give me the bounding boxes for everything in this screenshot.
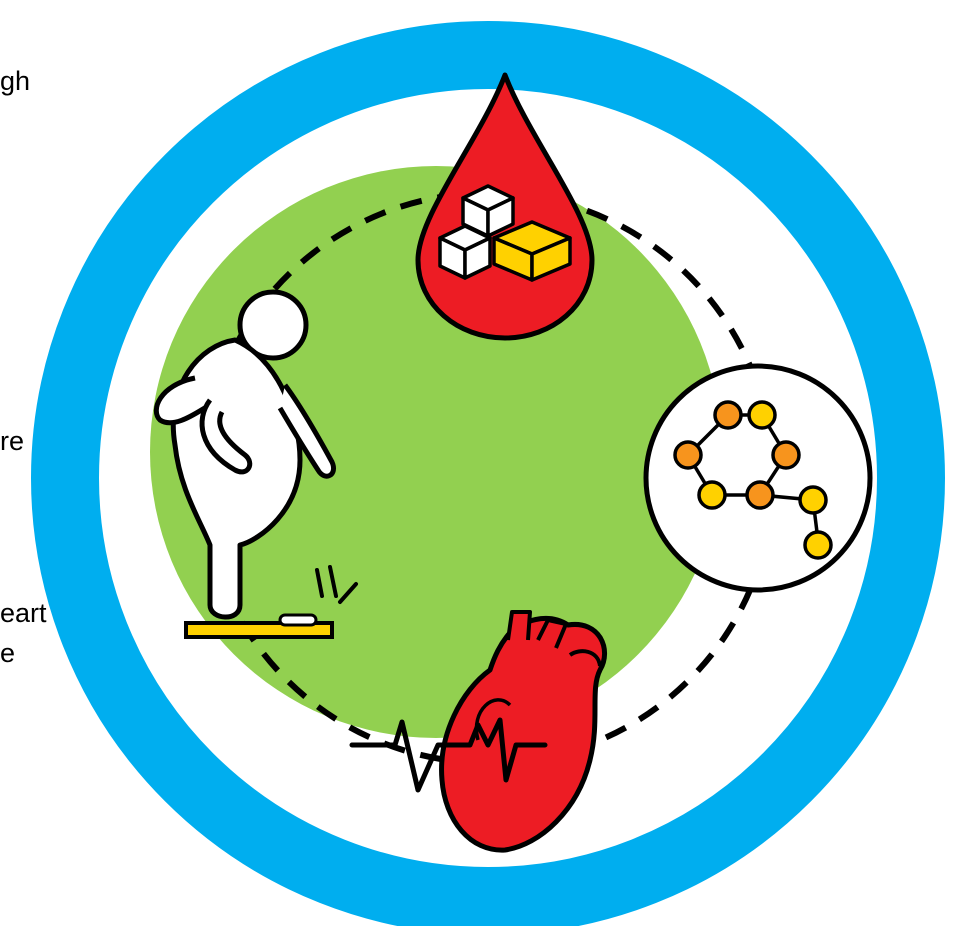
text-fragment-3: eart [0,600,47,627]
text-fragment-4: e [0,640,15,667]
text-fragment-2: re [0,428,24,455]
molecule-chain-icon [646,366,870,590]
text-fragment-1: gh [0,68,30,95]
blood-sugar-drop-icon [418,75,592,338]
